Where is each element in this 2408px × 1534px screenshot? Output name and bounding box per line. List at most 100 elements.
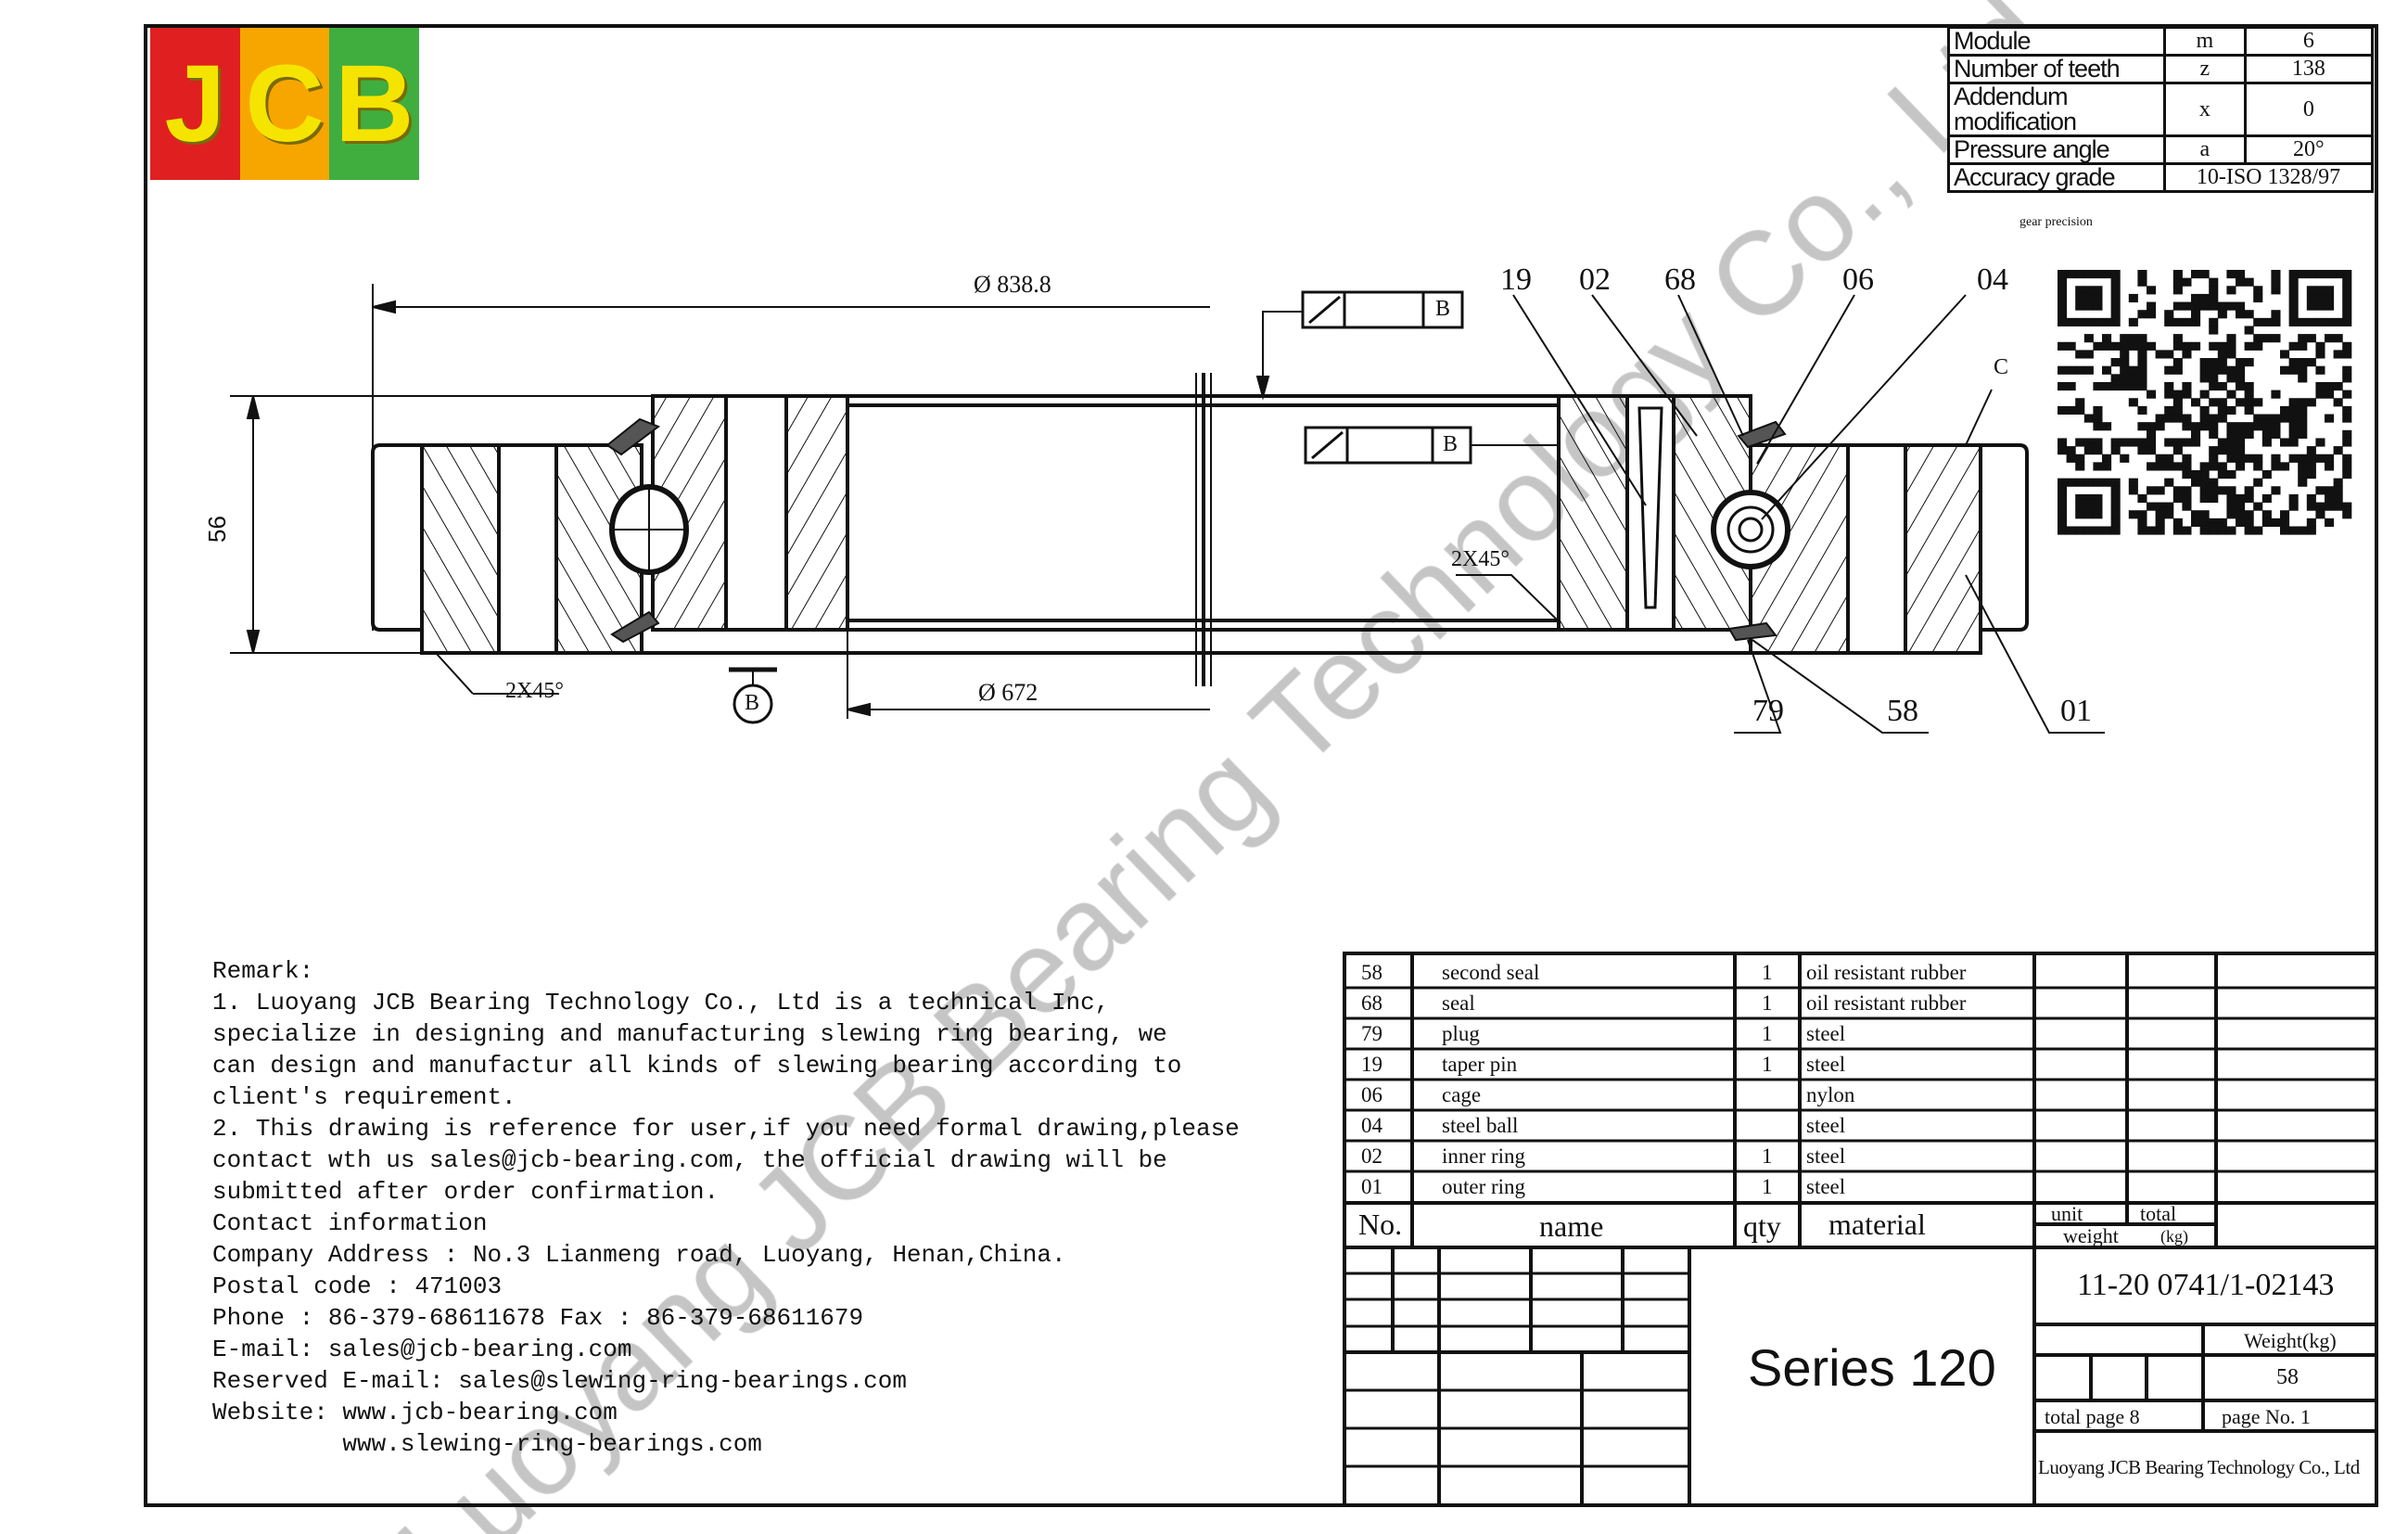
qr-module [2333, 317, 2343, 326]
qr-module [2226, 350, 2236, 359]
inner-diameter-label: Ø 672 [978, 679, 1038, 706]
qr-module [2058, 317, 2068, 326]
qr-module [2110, 286, 2121, 295]
qr-module [2164, 414, 2174, 423]
qr-module [2083, 502, 2094, 511]
qr-module [2199, 518, 2210, 527]
part-no: 68 [1361, 991, 1382, 1015]
qr-module [2209, 429, 2219, 439]
header-unit: unit [2051, 1202, 2083, 1225]
qr-module [2137, 493, 2147, 504]
qr-module [2083, 446, 2094, 455]
qr-module [2217, 358, 2227, 367]
qr-module [2199, 405, 2210, 415]
qr-module [2075, 462, 2085, 471]
qr-module [2137, 422, 2147, 431]
qr-module [2110, 446, 2121, 455]
qr-module [2058, 502, 2068, 511]
qr-module [2172, 270, 2183, 279]
qr-module [2236, 301, 2246, 311]
qr-module [2280, 405, 2290, 415]
qr-module [2226, 429, 2236, 439]
qr-module [2244, 526, 2254, 535]
qr-module [2226, 390, 2236, 399]
qr-module [2261, 414, 2272, 423]
qr-module [2128, 510, 2138, 519]
qr-module [2083, 438, 2094, 447]
qr-module [2280, 462, 2290, 471]
qr-module [2093, 510, 2103, 519]
qr-module [2058, 293, 2068, 303]
qr-module [2288, 502, 2299, 511]
qr-module [2306, 317, 2316, 326]
qr-module [2172, 446, 2183, 455]
part-no: 02 [1361, 1144, 1382, 1168]
qr-module [2280, 526, 2290, 535]
qr-module [2325, 286, 2335, 295]
qr-module [2209, 462, 2219, 471]
qr-module [2288, 293, 2299, 303]
remark-line: can design and manufactur all kinds of s… [212, 1052, 1182, 1080]
qr-module [2236, 422, 2246, 431]
qr-module [2155, 486, 2165, 495]
qr-module [2325, 270, 2335, 279]
qr-module [2325, 301, 2335, 311]
qr-module [2120, 358, 2130, 367]
qr-module [2199, 293, 2210, 303]
spec-value: 0 [2243, 82, 2375, 137]
qr-module [2298, 454, 2308, 463]
qr-module [2306, 454, 2316, 463]
qr-module [2199, 422, 2210, 431]
bore-lines [642, 373, 1751, 686]
qr-module [2147, 301, 2157, 311]
qr-module [2253, 478, 2263, 487]
qr-module [2075, 301, 2085, 311]
qr-module [2288, 429, 2299, 439]
qr-module [2066, 405, 2076, 415]
qr-module [2199, 526, 2210, 535]
logo-letter-b: B [329, 28, 420, 180]
qr-module [2342, 365, 2352, 375]
qr-module [2075, 405, 2085, 415]
qr-module [2102, 334, 2112, 343]
qr-module [2093, 493, 2103, 504]
qr-module [2172, 486, 2183, 495]
qr-module [2110, 277, 2121, 287]
spec-value: 20° [2243, 134, 2375, 165]
qr-module [2110, 510, 2121, 519]
qr-module [2137, 381, 2147, 391]
qr-module [2066, 317, 2076, 326]
qr-module [2288, 414, 2299, 423]
qr-module [2226, 438, 2236, 447]
qr-module [2315, 381, 2325, 391]
qr-module [2172, 526, 2183, 535]
qr-module [2128, 374, 2138, 383]
qr-module [2058, 486, 2068, 495]
qr-module [2342, 286, 2352, 295]
qr-module [2306, 493, 2316, 504]
qr-module [2137, 277, 2147, 287]
qr-module [2315, 341, 2325, 351]
qr-module [2172, 438, 2183, 447]
qr-module [2315, 365, 2325, 375]
qr-module [2342, 277, 2352, 287]
qr-module [2253, 317, 2263, 326]
qr-module [2209, 326, 2219, 335]
qr-module [2075, 350, 2085, 359]
qr-module [2075, 438, 2085, 447]
qr-module [2244, 341, 2254, 351]
qr-module [2128, 486, 2138, 495]
qr-module [2325, 462, 2335, 471]
part-name: plug [1442, 1022, 1480, 1045]
qr-module [2209, 526, 2219, 535]
jcb-logo: J C B [150, 28, 420, 180]
qr-module [2110, 526, 2121, 535]
qr-module [2306, 334, 2316, 343]
qr-module [2199, 365, 2210, 375]
qr-module [2172, 462, 2183, 471]
qr-module [2128, 293, 2138, 303]
spec-value: 10-ISO 1328/97 [2163, 162, 2374, 193]
qr-module [2342, 510, 2352, 519]
